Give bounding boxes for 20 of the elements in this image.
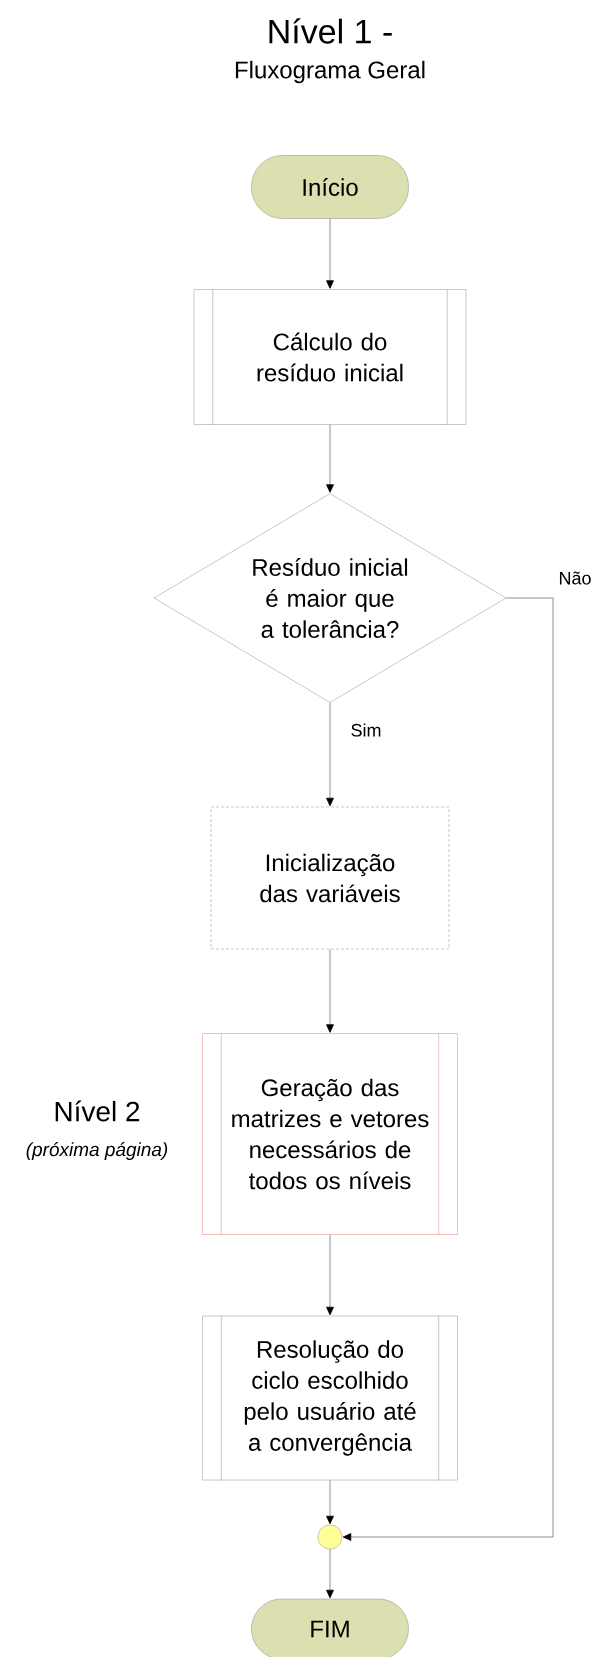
terminal-oval: FIM	[251, 1598, 409, 1657]
edge-label: Sim	[351, 723, 381, 737]
arrow	[326, 1479, 334, 1525]
edge-label: Não	[559, 571, 591, 585]
side-heading: Nível 2	[55, 1100, 140, 1122]
process-box: Inicialização das variáveis	[210, 806, 450, 950]
junction-circle	[317, 1524, 343, 1550]
process-box: Geração das matrizes e vetores necessários de todos os níveis	[202, 1033, 458, 1235]
arrow	[326, 948, 334, 1033]
arrow	[326, 424, 334, 493]
subtitle: Fluxograma Geral	[235, 60, 425, 84]
process-box: Cálculo do resíduo inicial	[193, 289, 467, 425]
arrow	[342, 597, 554, 1541]
arrow	[326, 218, 334, 289]
title: Nível 1 -	[269, 18, 392, 44]
arrow	[326, 702, 334, 807]
arrow	[326, 1234, 334, 1316]
side-note: (próxima página)	[26, 1142, 168, 1160]
arrow	[326, 1548, 334, 1599]
process-box: Resolução do ciclo escolhido pelo usuário até a convergência	[202, 1315, 458, 1481]
